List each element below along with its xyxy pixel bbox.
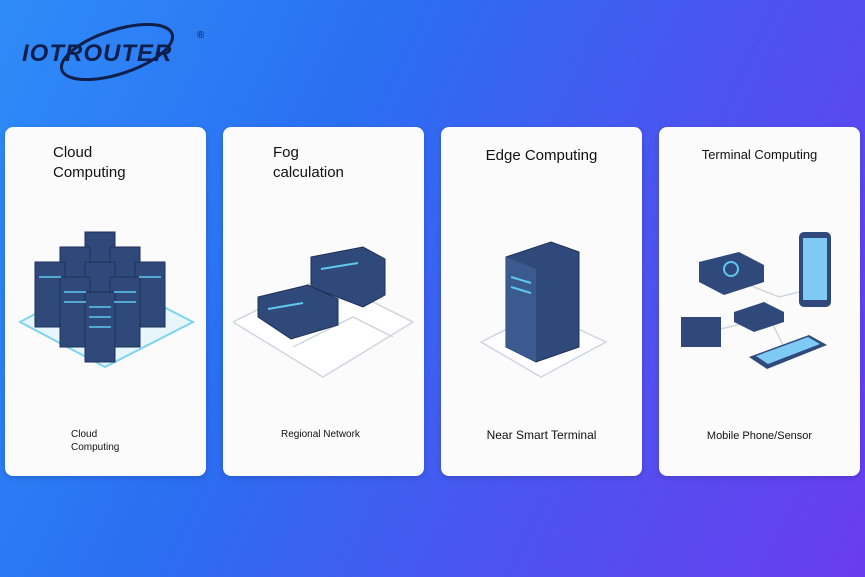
network-devices-icon: [233, 246, 414, 378]
card-title: Edge Computing: [485, 147, 598, 164]
iotrouter-logo: IOTROUTER ®: [22, 22, 212, 82]
server-rack-icon: [479, 241, 608, 378]
card-subtitle: Near Smart Terminal: [486, 428, 597, 442]
logo-text: IOTROUTER: [22, 40, 173, 67]
server-cluster-icon: [17, 231, 196, 369]
card-subtitle: Regional Network: [281, 429, 360, 440]
card-edge-computing: Edge Computing Near Smart Terminal: [441, 127, 642, 476]
card-terminal-computing: Terminal Computing Mobile Phone/Sensor: [659, 127, 860, 476]
card-subtitle: Mobile Phone/Sensor: [706, 430, 813, 442]
card-title: Terminal Computing: [701, 147, 818, 162]
registered-mark: ®: [197, 30, 205, 41]
terminal-devices-icon: [681, 232, 831, 369]
